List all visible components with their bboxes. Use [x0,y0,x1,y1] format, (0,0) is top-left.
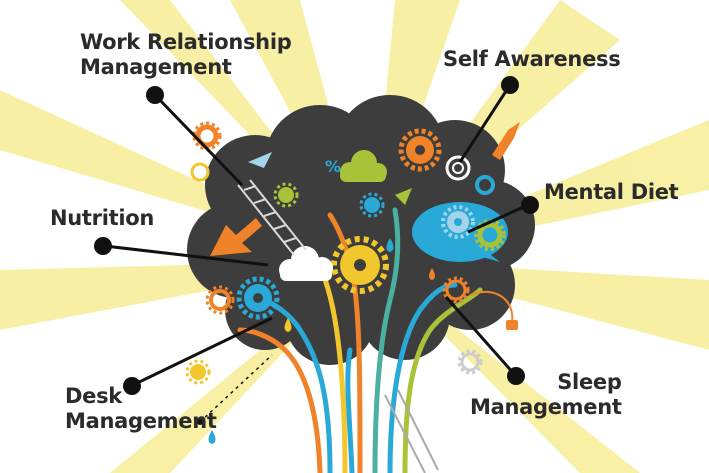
gear-icon [205,285,235,315]
gear-icon [398,128,442,172]
percent-icon: % [325,157,341,176]
cloud-icon [340,150,387,182]
gear-icon [474,219,506,251]
label-mental-diet: Mental Diet [544,180,679,205]
arrow-icon [210,122,520,256]
plug-icon [469,290,518,330]
cloud-icon [279,246,333,281]
gear-icon [192,121,222,151]
gear-icon [331,236,389,294]
label-line: Desk [65,384,122,408]
gear-icon [359,192,385,218]
gear-icon [185,359,211,385]
gear-icon [442,276,470,304]
label-sleep-management: Sleep Management [470,370,622,420]
label-nutrition: Nutrition [50,206,154,231]
label-line: Management [80,55,232,79]
label-line: Management [470,395,622,419]
label-line: Sleep [557,370,622,394]
leader-lines [104,84,529,423]
label-line: Work Relationship [80,30,292,54]
label-line: Nutrition [50,206,155,230]
label-line: Management [65,409,217,433]
ladder-icon [237,179,439,473]
label-desk-management: Desk Management [65,384,217,434]
leader-dots [94,76,539,425]
water-drop-icon [208,238,435,444]
label-work-relationship-management: Work Relationship Management [80,30,292,80]
label-line: Mental Diet [544,180,679,204]
gear-icon [441,205,475,239]
label-line: Self Awareness [443,47,621,71]
gear-icon [236,276,280,320]
label-self-awareness: Self Awareness [443,47,621,72]
gear-icon [273,182,299,208]
wires [237,207,483,473]
gear-icon [457,349,483,375]
target-icon [190,155,495,195]
